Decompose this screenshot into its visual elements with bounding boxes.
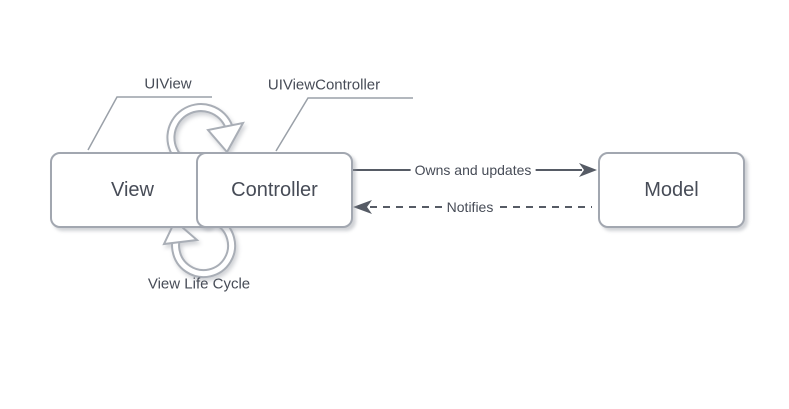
top-loop-arrow-icon (166, 103, 245, 164)
uiview-callout-label: UIView (144, 75, 192, 93)
bottom-loop-arrow-icon (162, 217, 237, 279)
model-box: Model (598, 152, 745, 228)
notifies-arrowhead-icon (353, 200, 372, 214)
notifies-arrow-label: Notifies (442, 199, 498, 215)
uiview-callout-line (87, 96, 212, 151)
uiviewcontroller-callout-label: UIViewController (267, 76, 381, 94)
view-box-label: View (111, 178, 154, 201)
owns-arrow-label: Owns and updates (410, 162, 536, 178)
view-life-cycle-label: View Life Cycle (147, 275, 251, 293)
model-box-label: Model (644, 178, 699, 201)
owns-arrowhead-icon (579, 163, 597, 177)
controller-box: Controller (196, 152, 353, 228)
uiviewcontroller-callout-line (275, 97, 413, 152)
controller-box-label: Controller (231, 178, 318, 201)
view-box: View (50, 152, 215, 228)
